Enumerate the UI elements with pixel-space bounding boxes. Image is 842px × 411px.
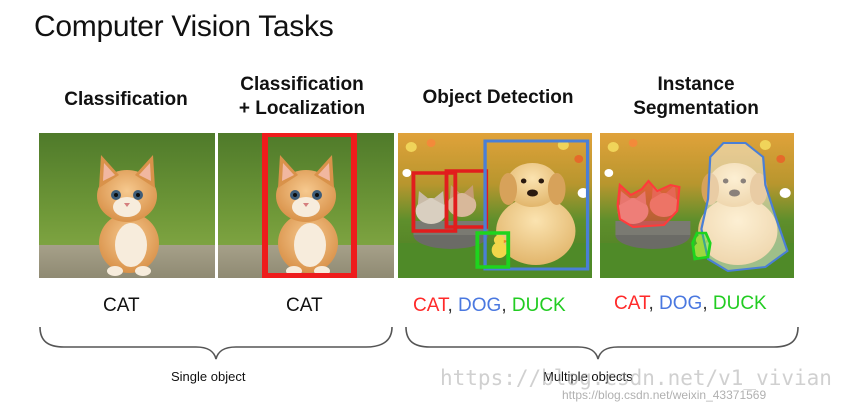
dog-label: DOG xyxy=(458,295,502,316)
cat-box-1 xyxy=(411,171,458,233)
localization-label: CAT xyxy=(286,295,323,316)
kitten-image xyxy=(39,133,215,278)
localization-image xyxy=(218,133,394,278)
object-detection-image xyxy=(398,133,592,278)
watermark-large: https://blog.csdn.net/v1_vivian xyxy=(440,366,832,390)
heading-line: + Localization xyxy=(238,98,366,119)
cat-label: CAT xyxy=(413,295,448,316)
kitten-image xyxy=(218,133,394,278)
heading-line: Instance xyxy=(657,74,735,95)
multiple-objects-label: Multiple objects xyxy=(543,369,633,384)
single-object-label: Single object xyxy=(171,369,246,384)
duck-label: DUCK xyxy=(712,293,767,314)
cat-mask xyxy=(616,179,681,229)
cat-label: CAT xyxy=(614,293,649,314)
heading-classification-localization: Classification + Localization xyxy=(212,73,392,121)
dog-label: DOG xyxy=(659,293,703,314)
group-braces xyxy=(39,326,799,360)
classification-image xyxy=(39,133,215,278)
duck-box xyxy=(475,231,511,269)
segmentation-labels: CAT, DOG, DUCK xyxy=(614,293,767,314)
watermark-small: https://blog.csdn.net/weixin_43371569 xyxy=(562,388,767,402)
heading-line: Segmentation xyxy=(633,98,759,119)
multiple-objects-brace xyxy=(405,326,799,360)
detection-labels: CAT, DOG, DUCK xyxy=(413,295,566,316)
duck-mask xyxy=(691,231,712,261)
page-title: Computer Vision Tasks xyxy=(34,10,334,43)
heading-line: Classification xyxy=(240,74,364,95)
garden-image xyxy=(398,133,592,278)
heading-line: Object Detection xyxy=(422,87,574,108)
heading-line: Classification xyxy=(64,89,188,110)
heading-classification: Classification xyxy=(38,88,214,112)
heading-object-detection: Object Detection xyxy=(398,86,598,110)
single-object-brace xyxy=(39,326,393,360)
heading-instance-segmentation: Instance Segmentation xyxy=(598,73,794,121)
localization-box xyxy=(262,133,357,278)
instance-segmentation-image xyxy=(600,133,794,278)
dog-mask xyxy=(700,142,789,273)
duck-label: DUCK xyxy=(511,295,566,316)
dog-box xyxy=(483,139,590,271)
classification-label: CAT xyxy=(103,295,140,316)
